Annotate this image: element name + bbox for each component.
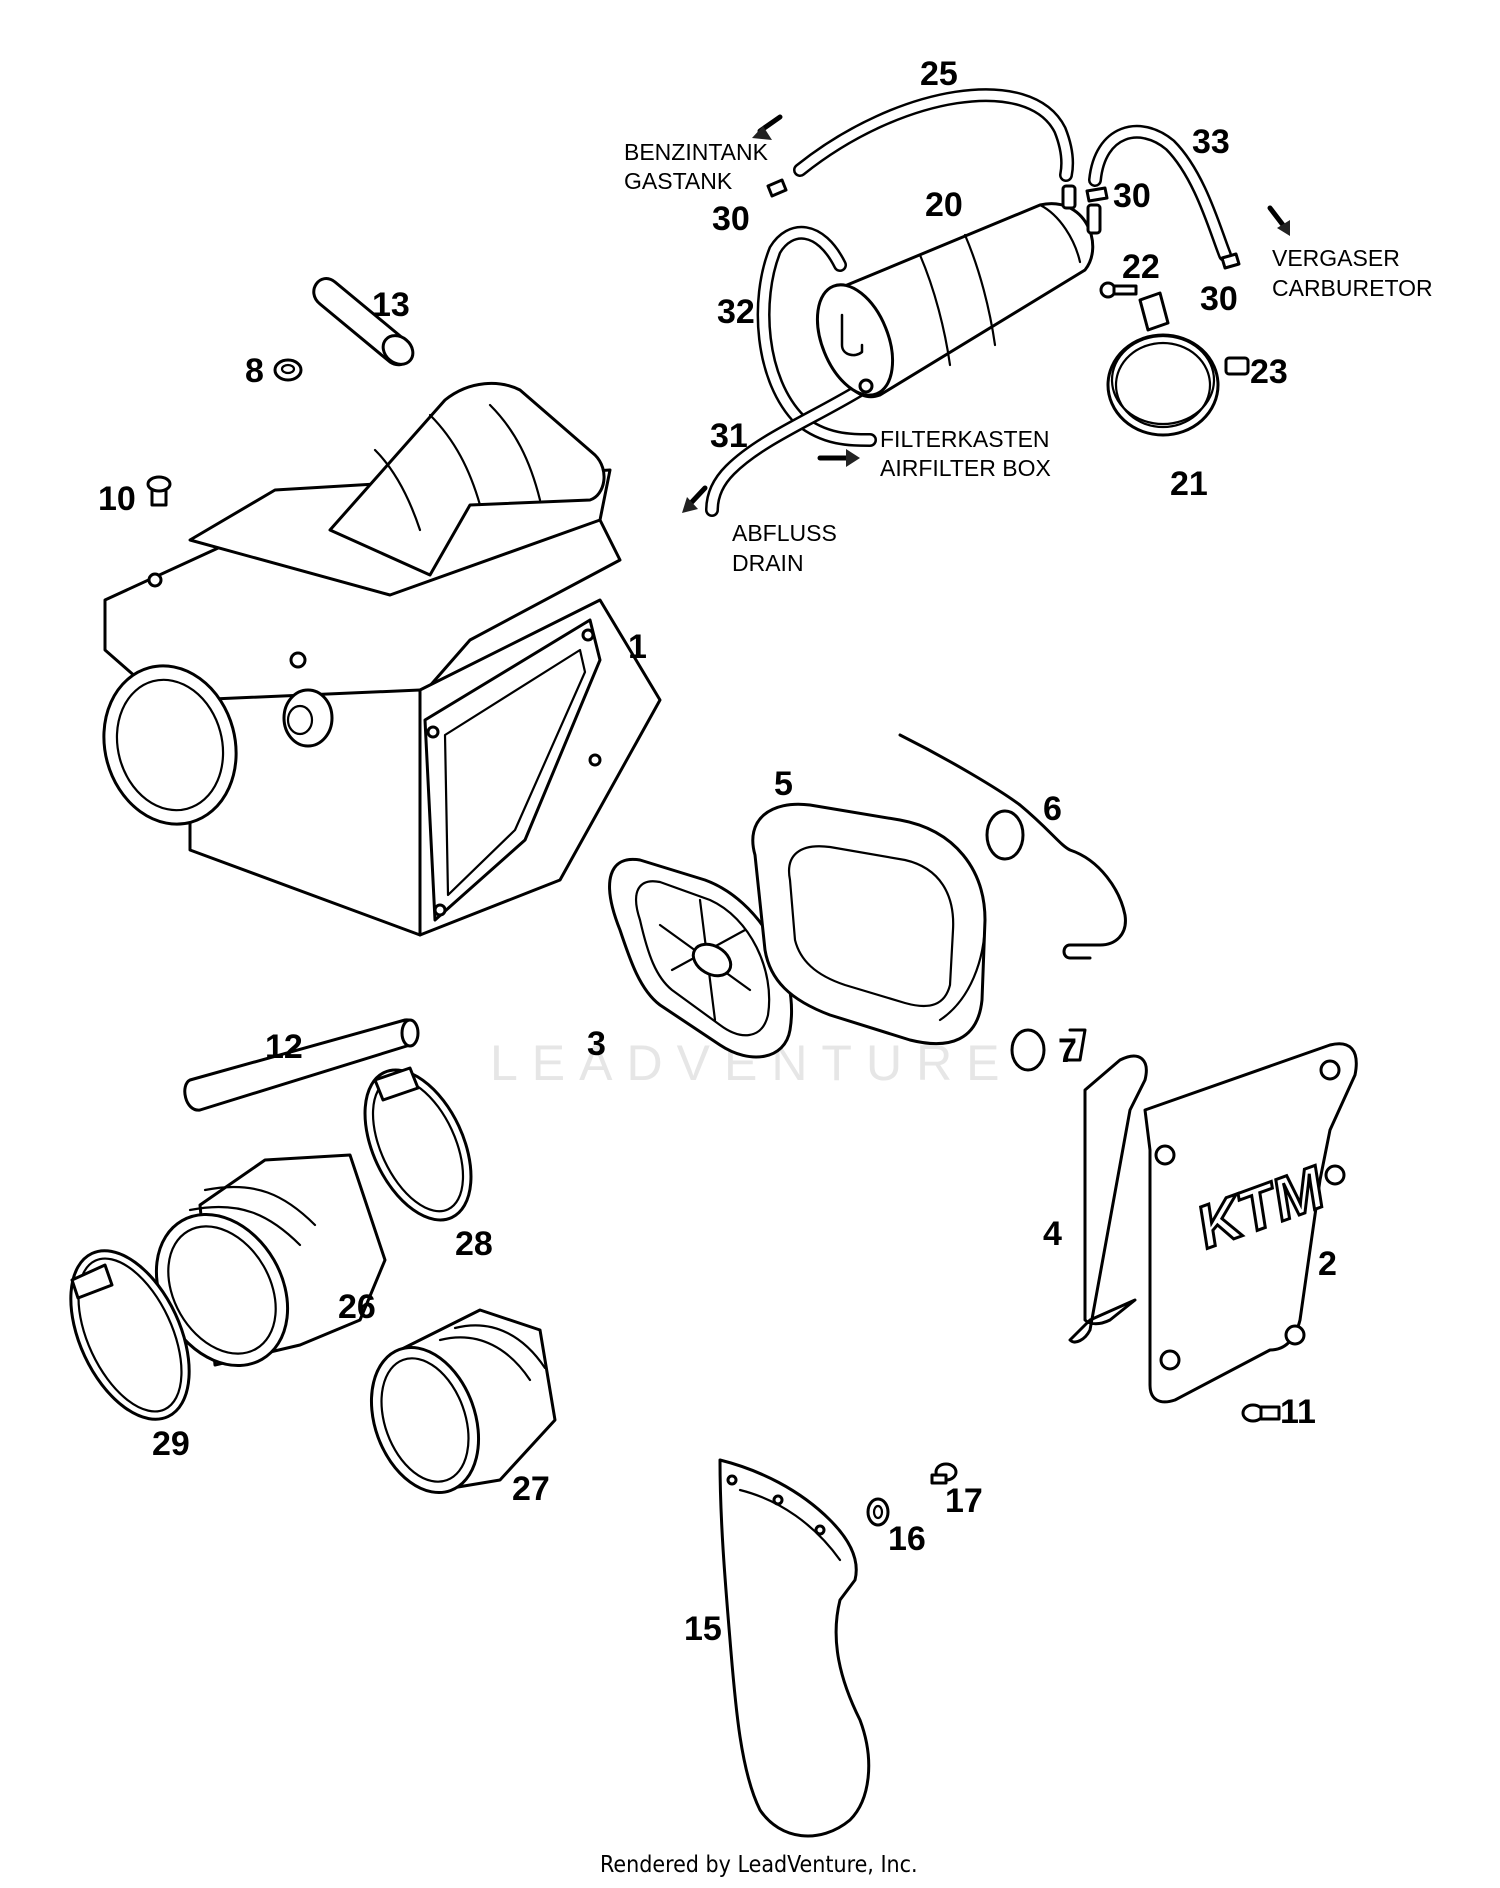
render-credit: Rendered by LeadVenture, Inc.: [600, 1852, 918, 1878]
callout-8: 8: [245, 352, 264, 390]
bolt-10: [146, 475, 172, 507]
cover-2: KTM: [1143, 1042, 1358, 1404]
air-filter-5: [751, 802, 987, 1046]
callout-31: 31: [710, 417, 748, 455]
callout-32: 32: [717, 293, 755, 331]
note-carb-en: CARBURETOR: [1272, 275, 1433, 301]
callout-30b: 30: [1113, 177, 1151, 215]
callout-25: 25: [920, 55, 958, 93]
arrow-to-fuel-tank: [752, 114, 783, 140]
hose-clip-30b: [1085, 186, 1109, 203]
callout-22: 22: [1122, 248, 1160, 286]
arrow-to-carburetor: [1267, 205, 1290, 236]
callout-20: 20: [925, 186, 963, 224]
arrow-to-airfilter-box: [817, 449, 860, 467]
hose-25: [793, 88, 1075, 182]
grommet-8: [273, 358, 303, 382]
spring-clip-6: [898, 733, 1127, 960]
arrow-to-drain: [682, 485, 708, 513]
note-airbox-de: FILTERKASTEN: [880, 426, 1050, 452]
bolt-22: [1099, 281, 1138, 299]
clip-23: [1224, 356, 1250, 376]
callout-28: 28: [455, 1225, 493, 1263]
screw-17: [930, 1462, 958, 1485]
callout-17: 17: [945, 1482, 983, 1520]
callout-2: 2: [1318, 1245, 1337, 1283]
hose-31: [705, 383, 867, 517]
sleeve-13: [312, 277, 415, 366]
callout-33: 33: [1192, 123, 1230, 161]
airbox-1: [102, 381, 662, 937]
note-drain-de: ABFLUSS: [732, 520, 837, 546]
note-drain-en: DRAIN: [732, 550, 804, 576]
tube-12: [183, 1018, 420, 1112]
callout-12: 12: [265, 1028, 303, 1066]
filter-cage-3: [608, 857, 793, 1059]
callout-23: 23: [1250, 353, 1288, 391]
callout-15: 15: [684, 1610, 722, 1648]
callout-11: 11: [1280, 1393, 1316, 1431]
callout-30c: 30: [1200, 280, 1238, 318]
bolt-11: [1241, 1403, 1281, 1423]
callout-29: 29: [152, 1425, 190, 1463]
hose-clip-30c: [1220, 252, 1241, 270]
hose-32: [756, 225, 877, 447]
note-airbox-en: AIRFILTER BOX: [880, 455, 1051, 481]
clamp-29: [69, 1249, 191, 1421]
rubber-boot-26: [154, 1153, 387, 1367]
callout-26: 26: [338, 1288, 376, 1326]
callout-1: 1: [628, 628, 647, 666]
callout-7: 7: [1058, 1032, 1077, 1070]
callout-6: 6: [1043, 790, 1062, 828]
canister-20: [815, 184, 1102, 399]
callout-27: 27: [512, 1470, 550, 1508]
callout-21: 21: [1170, 465, 1208, 503]
callout-5: 5: [774, 765, 793, 803]
rubber-boot-27: [369, 1308, 557, 1495]
callout-13: 13: [372, 286, 410, 324]
callout-4: 4: [1043, 1215, 1062, 1253]
clamp-28: [363, 1066, 473, 1222]
callout-10: 10: [98, 480, 136, 518]
pin-7: [1010, 1028, 1087, 1072]
note-fuel-tank-en: GASTANK: [624, 168, 733, 194]
mud-flap-15: [718, 1458, 871, 1838]
washer-16: [866, 1497, 890, 1527]
seal-4: [1068, 1054, 1148, 1344]
callout-16: 16: [888, 1520, 926, 1558]
note-carb-de: VERGASER: [1272, 245, 1400, 271]
hose-33: [1088, 124, 1232, 262]
hose-clip-30a: [766, 178, 788, 198]
note-fuel-tank-de: BENZINTANK: [624, 139, 769, 165]
callout-3: 3: [587, 1025, 606, 1063]
clamp-21: [1106, 291, 1220, 437]
callout-30a: 30: [712, 200, 750, 238]
